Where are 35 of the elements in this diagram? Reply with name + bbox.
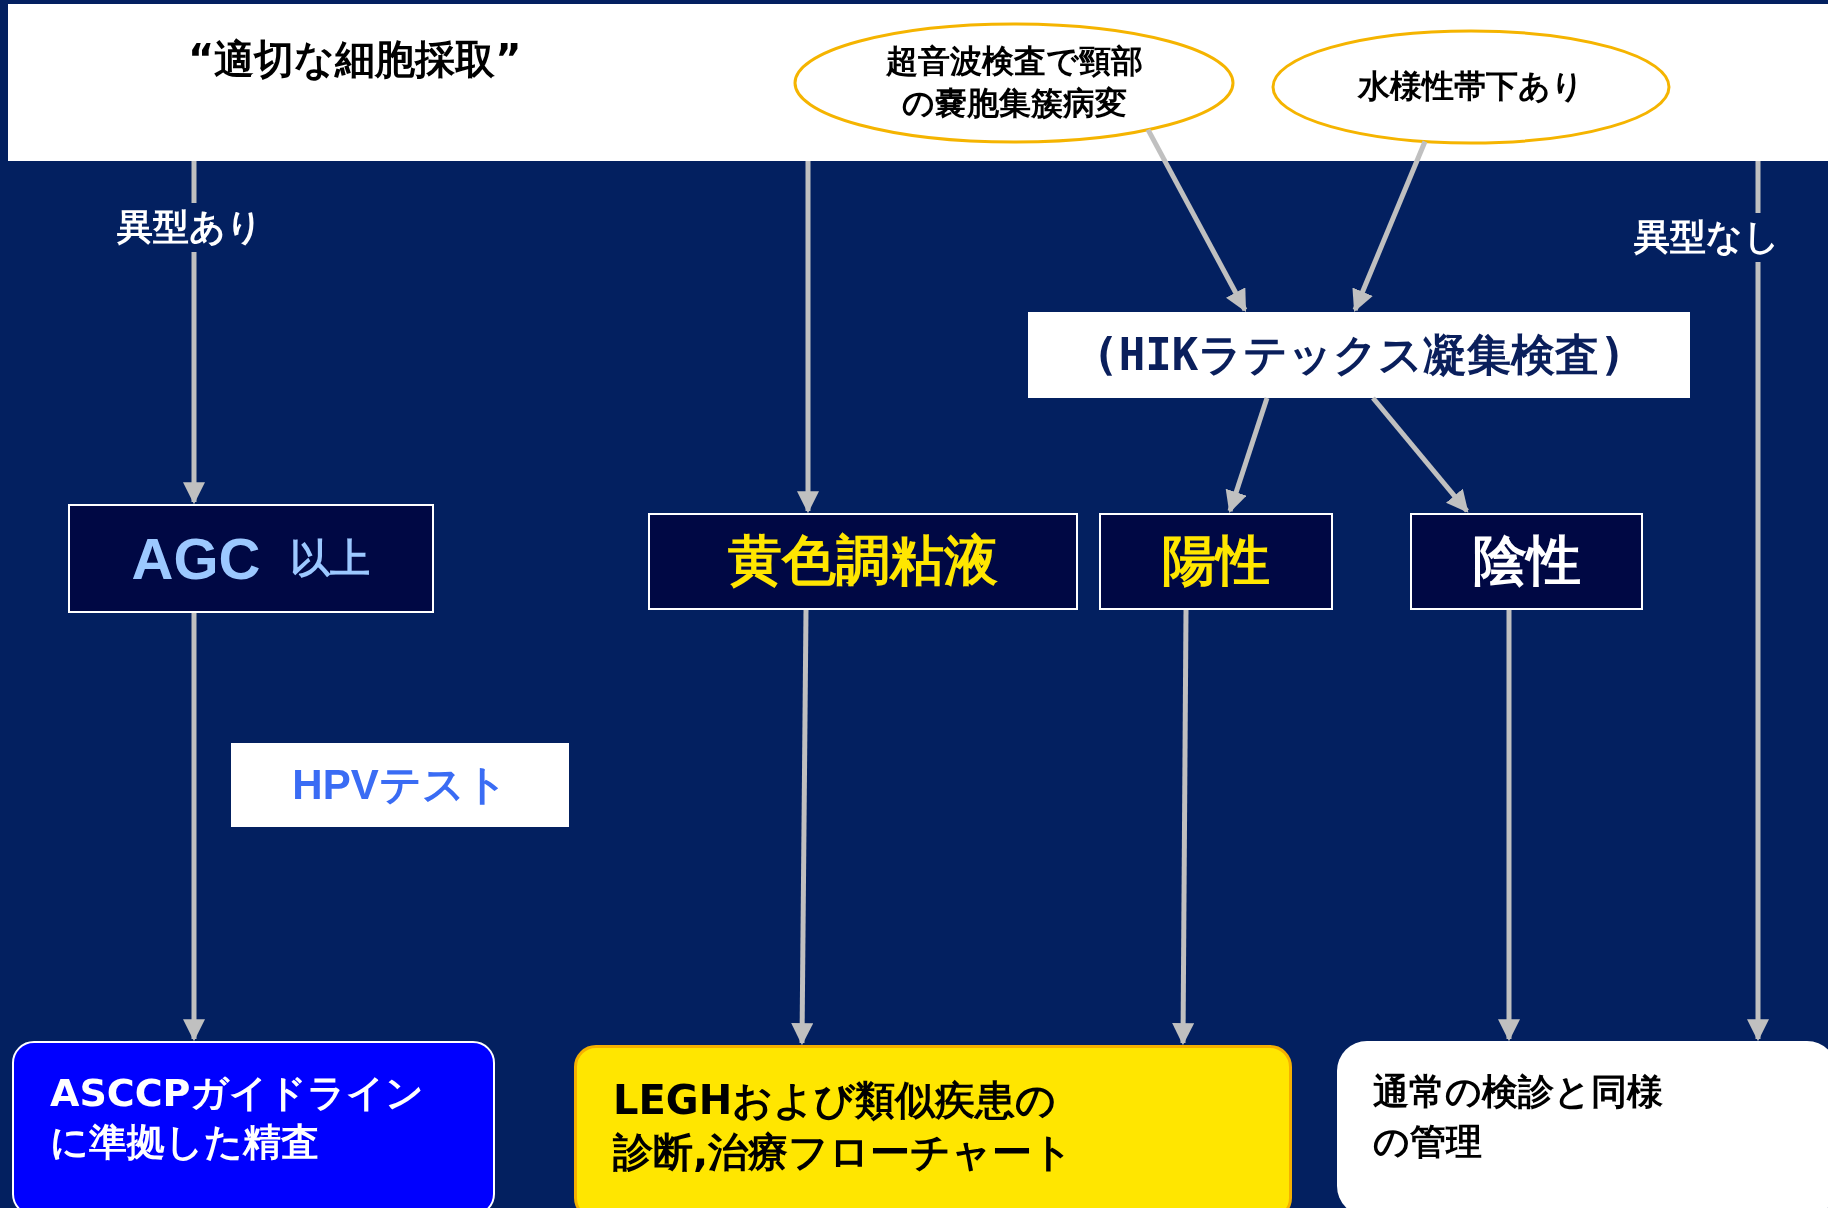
node-text: 超音波検査で頸部の嚢胞集簇病変 xyxy=(884,41,1144,124)
node-text: 通常の検診と同様の管理 xyxy=(1373,1070,1664,1165)
node-text: 以上 xyxy=(290,534,371,583)
arrow xyxy=(1498,610,1520,1042)
condition-ellipse xyxy=(793,22,1235,144)
header-band xyxy=(8,4,1828,161)
node-text: (HIKラテックス凝集検査) xyxy=(1092,327,1626,382)
result-box xyxy=(68,504,434,613)
result-box xyxy=(1099,513,1333,610)
node-text: 水様性帯下あり xyxy=(1358,66,1584,107)
outcome-box xyxy=(1337,1041,1828,1208)
arrow xyxy=(797,161,819,514)
arrow xyxy=(791,609,814,1046)
outcome-box xyxy=(12,1041,495,1208)
result-box xyxy=(648,513,1078,610)
arrow xyxy=(1371,396,1469,513)
arrow xyxy=(1747,161,1769,1042)
node-text: 陰性 xyxy=(1472,528,1581,594)
node-text: “適切な細胞採取” xyxy=(188,35,522,84)
node-text: HPVテスト xyxy=(292,760,508,810)
node-text: AGC xyxy=(131,525,261,592)
arrow xyxy=(1352,140,1428,313)
outcome-box xyxy=(574,1045,1292,1208)
node-text: 陽性 xyxy=(1162,528,1270,594)
node-text: 黄色調粘液 xyxy=(728,528,998,594)
arrow xyxy=(183,613,205,1042)
process-box xyxy=(231,743,569,827)
condition-ellipse xyxy=(1271,29,1671,145)
node-text: LEGHおよび類似疾患の診断,治療フローチャート xyxy=(613,1076,1075,1177)
result-box xyxy=(1410,513,1643,610)
node-text: ASCCPガイドラインに準拠した精査 xyxy=(50,1070,426,1167)
process-box xyxy=(1028,312,1690,398)
arrow xyxy=(1225,397,1270,514)
arrow xyxy=(1172,610,1195,1046)
arrow xyxy=(1145,128,1248,312)
